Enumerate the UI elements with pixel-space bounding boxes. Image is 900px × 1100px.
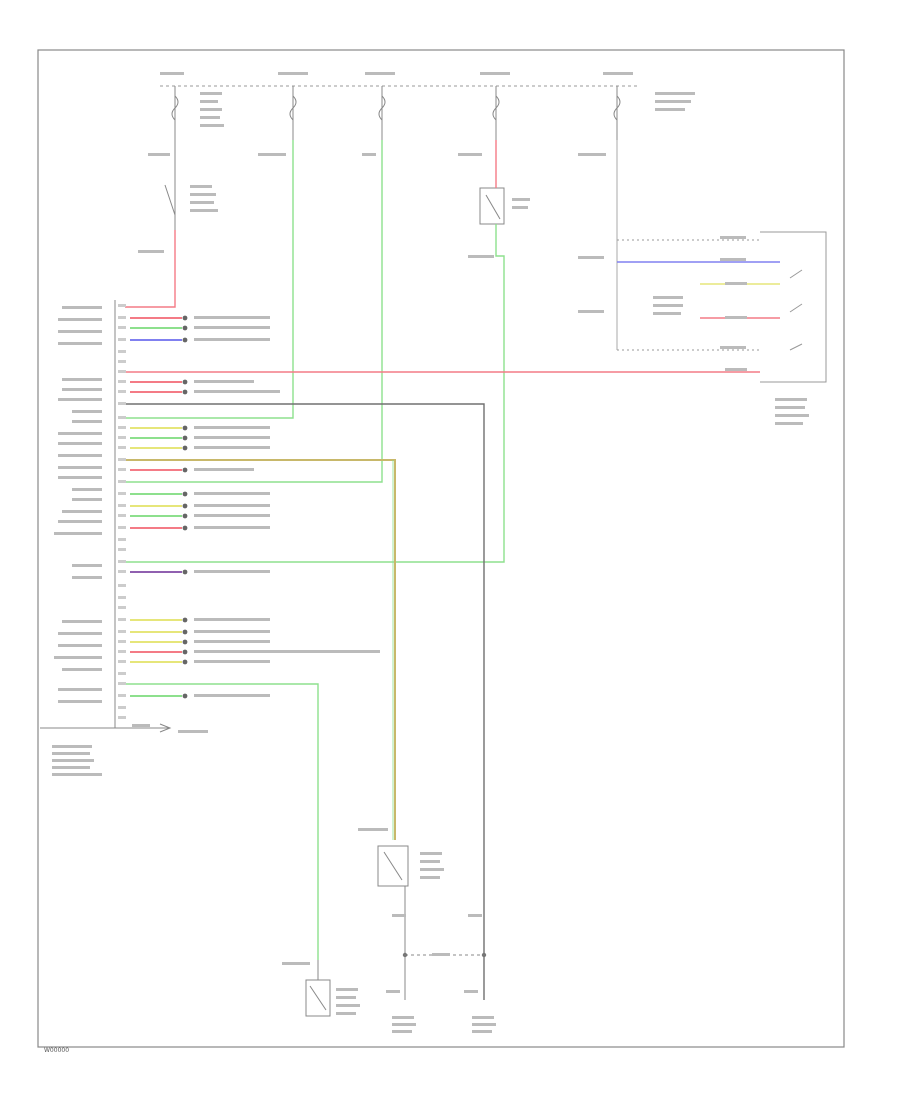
wire-green-bottom	[125, 683, 319, 960]
switch-mid-upper	[479, 187, 505, 225]
bottom-junction-dots	[402, 952, 487, 958]
fuse-1	[171, 86, 179, 150]
pin-rows	[52, 304, 380, 776]
wire-green-3	[125, 140, 383, 483]
wire-green-4	[125, 224, 505, 563]
switch-bottom-mid	[377, 845, 484, 1000]
fuse-4	[492, 86, 500, 140]
diagram-frame	[37, 49, 845, 1048]
wire-red-left	[125, 230, 176, 308]
bottom-label-marks	[282, 828, 496, 1033]
corner-label: W00000	[44, 1047, 69, 1054]
switch-left-upper	[164, 150, 176, 260]
switch-bottom-left	[305, 960, 331, 1017]
fuse-3	[378, 86, 386, 140]
fuse-label-marks	[138, 72, 695, 258]
wire-dark	[125, 403, 485, 1000]
fuse-5	[613, 86, 621, 140]
main-connector	[40, 300, 116, 729]
fuse-2	[289, 86, 297, 140]
right-module	[617, 231, 827, 383]
right-module-label-marks	[578, 236, 809, 425]
ground-connector	[115, 723, 172, 733]
wire-green-2	[125, 140, 294, 419]
ground-label-marks	[132, 724, 208, 733]
wire-olive	[125, 459, 396, 840]
